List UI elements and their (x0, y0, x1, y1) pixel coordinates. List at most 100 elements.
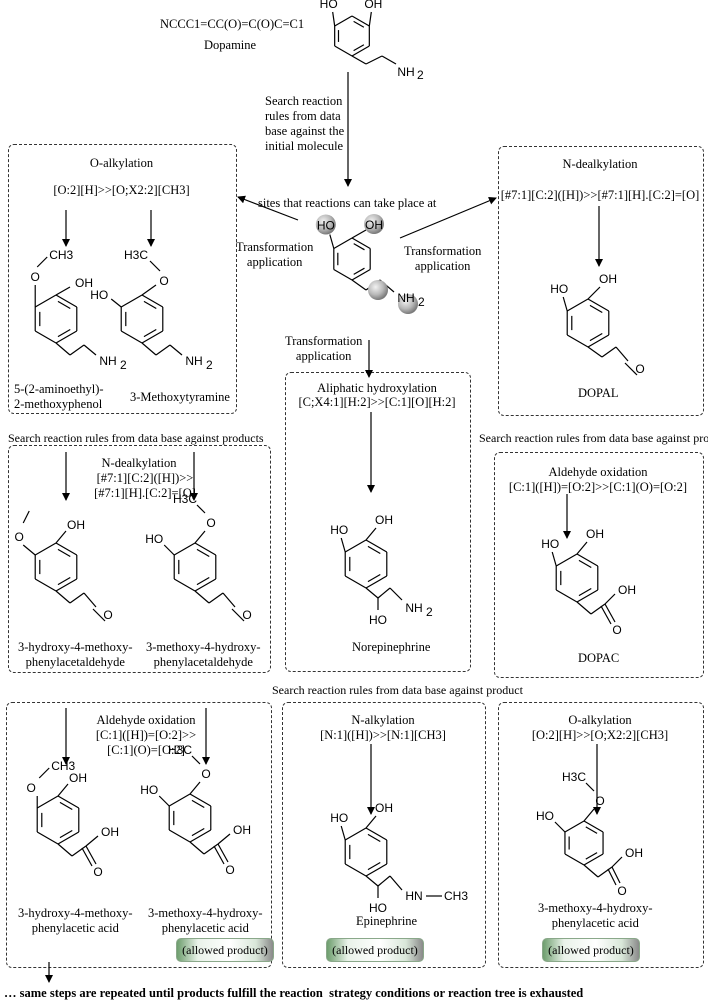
flow-arrows (45, 72, 603, 983)
oh-bond (329, 234, 335, 249)
chain-bond (57, 843, 73, 857)
methyl-bond (196, 504, 206, 514)
allowed-product-badge-1: (allowed product) (176, 938, 274, 962)
oxygen-label: O (103, 608, 112, 622)
amine-subscript: 2 (206, 358, 213, 372)
hydroxyl-label: OH (375, 513, 393, 527)
oh-bond (340, 825, 346, 841)
oxygen-label: O (201, 767, 210, 781)
ring-bond (566, 334, 589, 348)
amine-label: NH (397, 65, 414, 79)
dopac-label: DOPAC (578, 651, 620, 665)
methyl-label: H3C (168, 743, 192, 757)
chain-bond (155, 344, 171, 356)
ring-bond (141, 294, 164, 308)
chain-bond (189, 841, 205, 855)
ring-double-bond (196, 576, 210, 586)
n-alkylation-rule: [N:1]([H])>>[N:1][CH3] (320, 728, 446, 742)
allowed-product-badge-2: (allowed product) (326, 938, 424, 962)
ring-bond (189, 793, 212, 807)
molecules (22, 11, 638, 898)
oh-bond (158, 795, 170, 807)
methoxy-bond (189, 781, 201, 795)
ring-double-bond (367, 573, 381, 583)
oxygen-label: O (612, 623, 621, 637)
chain-bond (365, 587, 379, 599)
oh-bond (351, 229, 367, 239)
ring-bond (57, 831, 80, 845)
carbonyl-double-bond (231, 608, 245, 622)
methyl-label: H3C (562, 770, 586, 784)
oxygen-label: O (31, 270, 40, 284)
n-dealkylation-2-rule: [#7:1][C:2]([H])>> [#7:1][H].[C:2]=[O] (94, 471, 196, 500)
ring-bond (576, 589, 599, 603)
ring-double-bond (143, 300, 157, 310)
chain-bond (389, 875, 403, 891)
hydroxyl-label: HO (536, 809, 554, 823)
chain-bond (351, 279, 367, 291)
ring-bond (55, 330, 78, 344)
search-product-right-text: Search reaction rules from data base aga… (479, 431, 708, 445)
carboxyl-oh-bond (611, 856, 623, 868)
ring-bond (333, 268, 353, 281)
amine-subscript: 2 (417, 68, 424, 82)
dopamine-label: Dopamine (204, 38, 257, 52)
hydroxyl-label: OH (599, 272, 617, 286)
ring-bond (120, 294, 143, 308)
ring-bond (55, 578, 78, 592)
ring-bond (564, 820, 585, 833)
ring-bond (583, 820, 604, 833)
oxygen-label: O (242, 608, 251, 622)
ring-bond (141, 330, 164, 344)
oh-bond (365, 527, 377, 541)
ring-bond (34, 294, 57, 308)
product-mh-acetaldehyde-label: 3-methoxy-4-hydroxy- phenylacetaldehyde (146, 640, 261, 669)
hydroxyl-label: HO (541, 537, 559, 551)
methoxy-bond (194, 530, 206, 544)
ring-double-bond (367, 861, 381, 871)
oh-bond (562, 296, 568, 312)
methyl-label: CH3 (49, 248, 73, 262)
allowed-product-badge-2-text: (allowed product) (332, 943, 418, 957)
ring-bond (344, 575, 367, 589)
amine-label: NH (397, 291, 414, 305)
reaction-site-marker (315, 214, 336, 235)
chain-bond (377, 875, 391, 887)
oxygen-label: O (635, 362, 644, 376)
product-hm-acetic-label: 3-hydroxy-4-methoxy- phenylacetic acid (18, 906, 133, 935)
aldehyde-right-title: Aldehyde oxidation (548, 465, 648, 479)
chain-bond (69, 592, 85, 604)
oxygen-label: O (15, 530, 24, 544)
oxygen-label: O (27, 781, 36, 795)
hydroxyl-label: HO (369, 901, 387, 915)
ring-bond (587, 334, 610, 348)
search-products-left-text: Search reaction rules from data base aga… (8, 431, 264, 445)
methyl-bond (22, 510, 30, 524)
ring-bond (120, 330, 143, 344)
chain-bond (365, 55, 383, 65)
ring-double-bond (589, 332, 603, 342)
carbonyl-bond (85, 845, 97, 865)
aldehyde-oxidation-box-bottom (6, 702, 272, 968)
chain-bond (365, 875, 379, 887)
methyl-bond (585, 782, 595, 792)
ring-bond (365, 863, 388, 877)
amine-label: NH (99, 354, 116, 368)
chain-bond (83, 344, 97, 356)
hydroxyl-label: HO (90, 288, 108, 302)
ring-bond (583, 853, 604, 866)
hydroxyl-label: OH (586, 527, 604, 541)
ring-bond (587, 298, 610, 312)
n-dealkylation-title: N-dealkylation (562, 157, 638, 171)
oxygen-label: O (93, 865, 102, 879)
ring-double-bond (367, 545, 381, 555)
o-alkylation-2-title: O-alkylation (568, 713, 632, 727)
hydroxyl-label: HO (330, 811, 348, 825)
carboxyl-oh-bond (85, 835, 99, 847)
chain-bond (55, 342, 71, 356)
oh-bond (368, 11, 372, 27)
aldehyde-oxidation-box-right (494, 452, 704, 678)
ring-bond (55, 542, 78, 556)
hydroxyl-label: HO (550, 282, 568, 296)
